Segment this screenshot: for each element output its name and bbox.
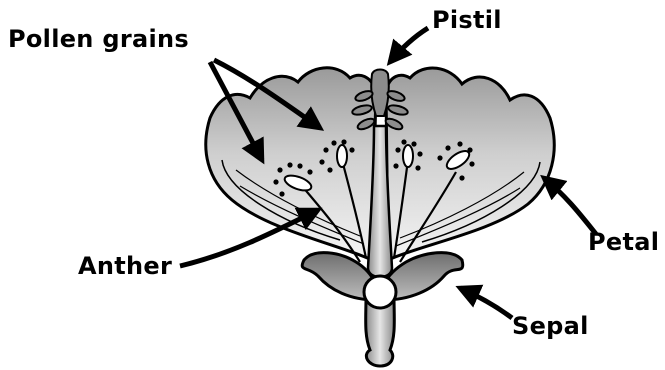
label-sepal: Sepal [512, 314, 589, 338]
ovary [364, 276, 396, 308]
arrow-pistil [390, 28, 428, 62]
label-petal: Petal [588, 230, 659, 254]
arrow-anther [180, 210, 318, 266]
arrow-petal [544, 178, 596, 234]
label-pollen-grains: Pollen grains [8, 27, 189, 51]
label-anther: Anther [78, 254, 172, 278]
arrow-sepal [460, 288, 512, 318]
label-pistil: Pistil [432, 8, 502, 32]
